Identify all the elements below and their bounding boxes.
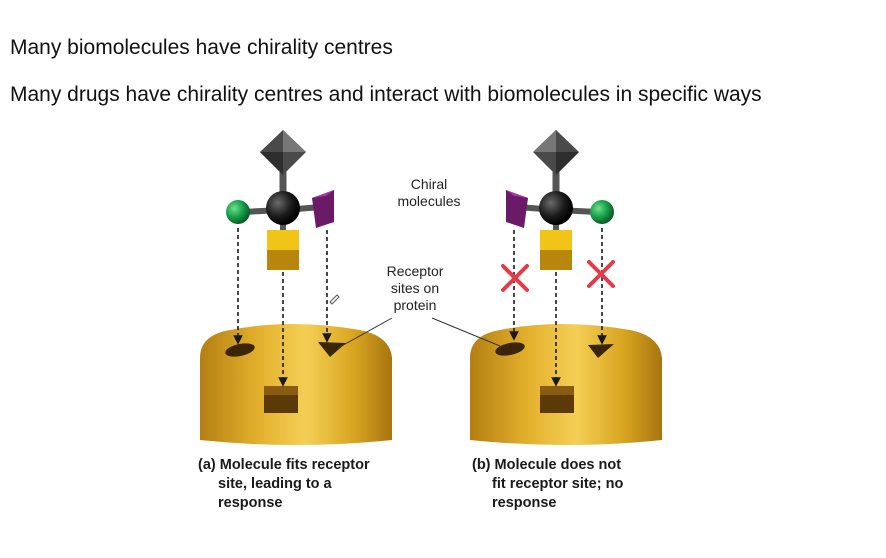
red-cross-icon bbox=[587, 260, 615, 288]
triangle-site-b bbox=[588, 344, 614, 358]
receptor-label-line2: sites on bbox=[390, 280, 440, 296]
receptor-label-line1: Receptor bbox=[386, 263, 444, 279]
pointer-line-b bbox=[431, 317, 501, 347]
protein-b bbox=[470, 324, 662, 445]
oval-site-a bbox=[225, 343, 255, 357]
red-cross-icon bbox=[501, 264, 529, 292]
pencil-cursor-icon bbox=[329, 294, 340, 305]
green-sphere-icon bbox=[590, 200, 614, 224]
receptor-label-line3: protein bbox=[393, 297, 437, 313]
chiral-label-line1: Chiral bbox=[410, 176, 448, 192]
triangle-site-a bbox=[318, 342, 346, 357]
caption-b-line2: fit receptor site; no bbox=[492, 476, 624, 492]
black-carbon-icon bbox=[266, 191, 300, 225]
gray-diamond-icon bbox=[533, 130, 579, 175]
yellow-cube-icon bbox=[540, 230, 572, 270]
caption-a-line3: response bbox=[218, 495, 283, 511]
caption-b-line1: (b) Molecule does not bbox=[472, 457, 622, 473]
slide-heading-1: Many biomolecules have chirality centres bbox=[10, 36, 393, 59]
slide-heading-2: Many drugs have chirality centres and in… bbox=[10, 83, 762, 106]
chiral-molecules-label: Chiral molecules bbox=[374, 176, 484, 210]
molecule-b bbox=[506, 130, 614, 270]
protein-a bbox=[200, 324, 392, 445]
molecule-a bbox=[226, 130, 334, 270]
oval-site-b bbox=[495, 342, 525, 356]
chiral-label-line2: molecules bbox=[397, 193, 461, 209]
caption-a-line2: site, leading to a bbox=[218, 476, 332, 492]
pointer-line-a bbox=[337, 317, 393, 349]
purple-prism-icon bbox=[312, 190, 334, 228]
purple-prism-icon bbox=[506, 190, 528, 228]
caption-b-line3: response bbox=[492, 495, 557, 511]
receptor-sites-label: Receptor sites on protein bbox=[360, 263, 470, 314]
caption-a: (a) Molecule fits receptor site, leading… bbox=[198, 456, 438, 513]
caption-a-line1: (a) Molecule fits receptor bbox=[198, 457, 370, 473]
black-carbon-icon bbox=[539, 191, 573, 225]
gray-diamond-icon bbox=[260, 130, 306, 175]
green-sphere-icon bbox=[226, 200, 250, 224]
caption-b: (b) Molecule does not fit receptor site;… bbox=[472, 456, 692, 513]
yellow-cube-icon bbox=[267, 230, 299, 270]
